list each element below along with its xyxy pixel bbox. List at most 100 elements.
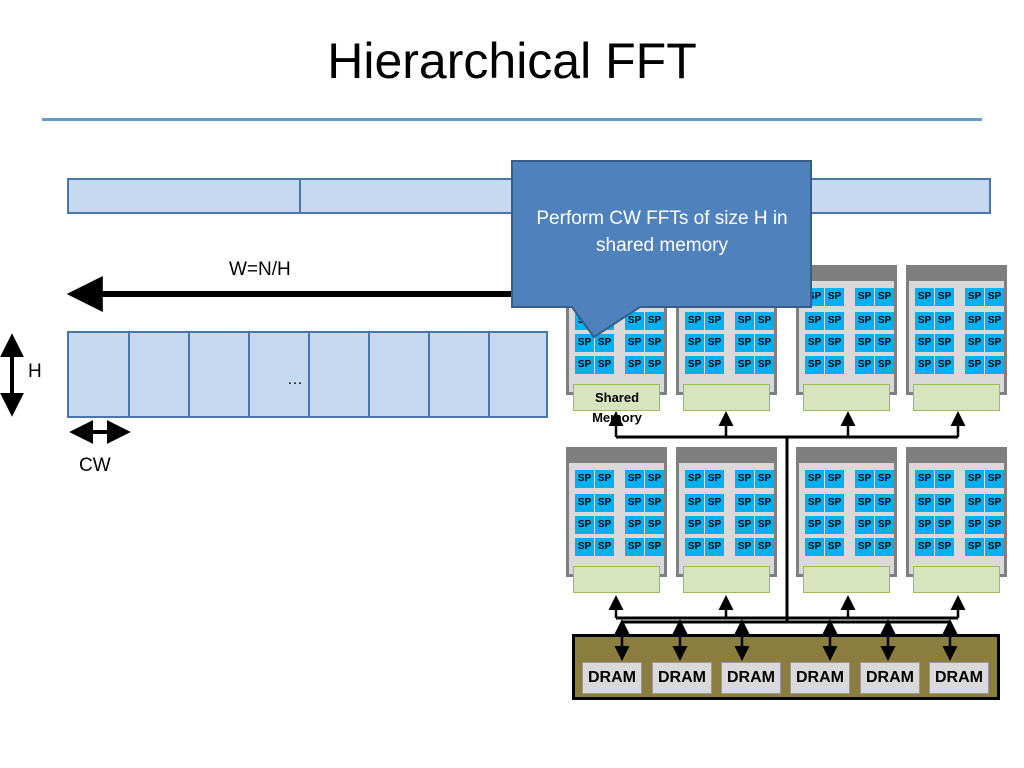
stream-processor: SP xyxy=(735,494,754,512)
multiprocessor-header xyxy=(679,450,774,463)
stream-processor: SP xyxy=(805,516,824,534)
stream-processor: SP xyxy=(735,312,754,330)
stream-processor: SP xyxy=(595,494,614,512)
stream-processor: SP xyxy=(965,470,984,488)
stream-processor: SP xyxy=(965,538,984,556)
dram-module: DRAM xyxy=(860,662,920,694)
stream-processor: SP xyxy=(825,538,844,556)
dram-module: DRAM xyxy=(652,662,712,694)
stream-processor: SP xyxy=(595,356,614,374)
shared-memory-block xyxy=(803,384,890,411)
stream-processor: SP xyxy=(625,538,644,556)
shared-memory-block xyxy=(803,566,890,593)
stream-processor: SP xyxy=(935,538,954,556)
stream-processor: SP xyxy=(755,516,774,534)
stream-processor: SP xyxy=(935,516,954,534)
matrix-ellipsis: … xyxy=(287,371,303,388)
stream-processor: SP xyxy=(685,312,704,330)
stream-processor: SP xyxy=(805,334,824,352)
stream-processor: SP xyxy=(855,516,874,534)
stream-processor: SP xyxy=(705,470,724,488)
stream-processor: SP xyxy=(595,538,614,556)
stream-processor: SP xyxy=(755,538,774,556)
stream-processor: SP xyxy=(575,334,594,352)
matrix-column-divider xyxy=(308,333,310,416)
stream-processor: SP xyxy=(985,470,1004,488)
shared-memory-block xyxy=(573,384,660,411)
stream-processor: SP xyxy=(735,538,754,556)
stream-processor: SP xyxy=(645,356,664,374)
stream-processor: SP xyxy=(915,470,934,488)
stream-processor: SP xyxy=(575,356,594,374)
stream-processor: SP xyxy=(685,516,704,534)
stream-processor: SP xyxy=(965,312,984,330)
stream-processor: SP xyxy=(825,494,844,512)
matrix-column-divider xyxy=(488,333,490,416)
stream-processor: SP xyxy=(985,538,1004,556)
stream-processor: SP xyxy=(735,516,754,534)
dram-module: DRAM xyxy=(721,662,781,694)
stream-processor: SP xyxy=(735,470,754,488)
stream-processor: SP xyxy=(875,356,894,374)
shared-memory-block xyxy=(683,566,770,593)
stream-processor: SP xyxy=(575,470,594,488)
stream-processor: SP xyxy=(875,516,894,534)
stream-processor: SP xyxy=(685,494,704,512)
stream-processor: SP xyxy=(575,516,594,534)
arrows-to-top-sms xyxy=(608,411,966,437)
stream-processor: SP xyxy=(705,334,724,352)
height-label: H xyxy=(28,361,42,382)
stream-processor: SP xyxy=(645,312,664,330)
stream-processor: SP xyxy=(935,288,954,306)
stream-processor: SP xyxy=(935,494,954,512)
stream-processor: SP xyxy=(685,470,704,488)
stream-processor: SP xyxy=(875,470,894,488)
stream-processor: SP xyxy=(685,356,704,374)
stream-processor: SP xyxy=(985,334,1004,352)
stream-processor: SP xyxy=(685,538,704,556)
stream-processor: SP xyxy=(985,356,1004,374)
stream-processor: SP xyxy=(705,494,724,512)
shared-memory-block xyxy=(573,566,660,593)
stream-processor: SP xyxy=(755,470,774,488)
stream-processor: SP xyxy=(625,334,644,352)
stream-processor: SP xyxy=(645,470,664,488)
stream-processor: SP xyxy=(805,312,824,330)
stream-processor: SP xyxy=(875,494,894,512)
stream-processor: SP xyxy=(575,494,594,512)
stream-processor: SP xyxy=(825,356,844,374)
stream-processor: SP xyxy=(915,334,934,352)
stream-processor: SP xyxy=(825,470,844,488)
stream-processor: SP xyxy=(825,516,844,534)
multiprocessor-header xyxy=(909,450,1004,463)
stream-processor: SP xyxy=(755,312,774,330)
stream-processor: SP xyxy=(985,516,1004,534)
reshaped-matrix: … xyxy=(67,331,548,418)
stream-processor: SP xyxy=(805,356,824,374)
stream-processor: SP xyxy=(645,516,664,534)
dram-module: DRAM xyxy=(582,662,642,694)
dram-bank xyxy=(572,634,1000,700)
stream-processor: SP xyxy=(965,334,984,352)
stream-processor: SP xyxy=(965,494,984,512)
stream-processor: SP xyxy=(625,312,644,330)
stream-processor: SP xyxy=(805,470,824,488)
callout-shape xyxy=(511,160,812,339)
stream-processor: SP xyxy=(855,470,874,488)
stream-processor: SP xyxy=(915,288,934,306)
stream-processor: SP xyxy=(625,356,644,374)
stream-processor: SP xyxy=(805,538,824,556)
stream-processor: SP xyxy=(985,494,1004,512)
chunk-width-label: CW xyxy=(79,455,111,476)
stream-processor: SP xyxy=(625,494,644,512)
stream-processor: SP xyxy=(965,516,984,534)
title-divider xyxy=(42,118,982,121)
callout-text: Perform CW FFTs of size H in shared memo… xyxy=(536,208,788,256)
matrix-column-divider xyxy=(428,333,430,416)
stream-processor: SP xyxy=(915,538,934,556)
